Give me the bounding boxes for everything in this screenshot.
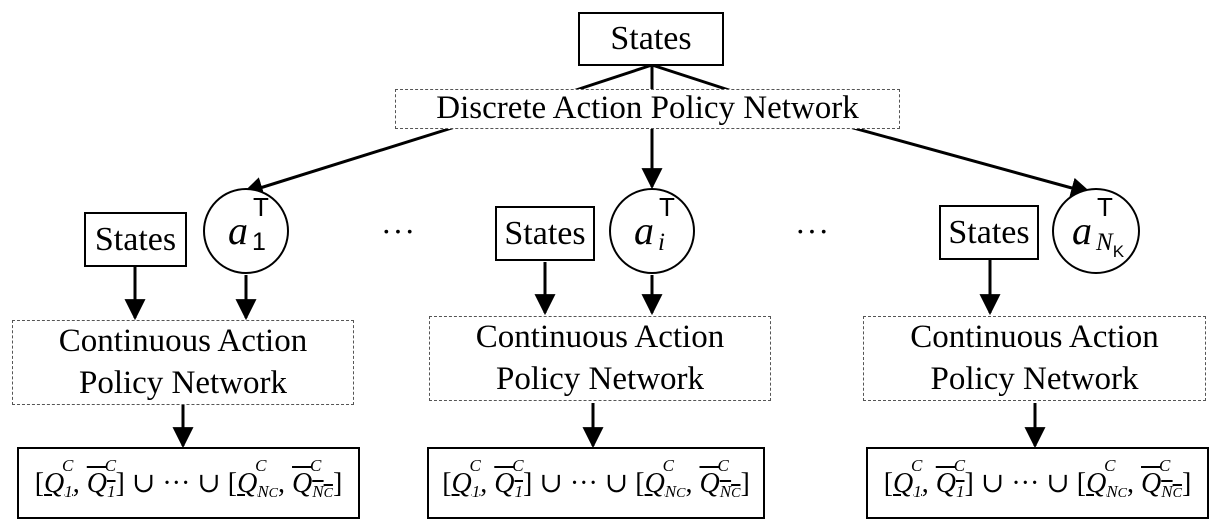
action-i-superscript: T <box>659 192 675 222</box>
top-states-connector-left <box>569 63 653 94</box>
branch-1-network-line1: Continuous Action <box>58 323 308 360</box>
action-nk-subscript: NK <box>1096 229 1125 261</box>
branch-1-network-line2: Policy Network <box>78 364 288 401</box>
branch-i-states-box: States <box>495 206 595 261</box>
branch-nk-network-line1: Continuous Action <box>910 319 1159 356</box>
action-1-node: a T 1 <box>203 188 289 274</box>
action-nk-symbol: a T NK <box>1072 192 1125 261</box>
branch-1-continuous-network: Continuous Action Policy Network <box>12 320 354 405</box>
action-nk-node: a T NK <box>1052 188 1140 274</box>
action-1-subscript: 1 <box>252 228 266 256</box>
top-states-connector-right <box>651 63 736 94</box>
action-i-subscript: i <box>658 229 665 256</box>
arrow-to-action-1 <box>241 125 456 198</box>
branch-nk-states-box: States <box>939 205 1039 260</box>
branch-i-network-line2: Policy Network <box>495 360 705 397</box>
action-i-symbol: a T i <box>634 192 675 256</box>
top-states-label: States <box>610 20 692 57</box>
action-i-node: a T i <box>609 188 695 274</box>
discrete-network-label: Discrete Action Policy Network <box>436 90 859 127</box>
branch-nk-network-line2: Policy Network <box>930 360 1139 397</box>
branch-i-network-line1: Continuous Action <box>475 319 725 356</box>
discrete-action-policy-network: Discrete Action Policy Network <box>395 89 900 129</box>
action-1-superscript: T <box>253 192 269 222</box>
branch-i-states-label: States <box>504 214 586 252</box>
branch-nk-states-label: States <box>948 213 1030 251</box>
action-nk-superscript: T <box>1097 192 1113 222</box>
action-1-symbol: a T 1 <box>228 192 269 256</box>
ellipsis-left: ··· <box>381 213 416 249</box>
top-states-box: States <box>578 12 724 66</box>
arrow-to-action-nk <box>849 125 1093 199</box>
branch-1-states-box: States <box>84 212 187 267</box>
ellipsis-right: ··· <box>795 213 830 249</box>
branch-i-continuous-network: Continuous Action Policy Network <box>429 316 771 401</box>
branch-1-states-label: States <box>94 220 177 258</box>
branch-nk-continuous-network: Continuous Action Policy Network <box>863 316 1206 401</box>
